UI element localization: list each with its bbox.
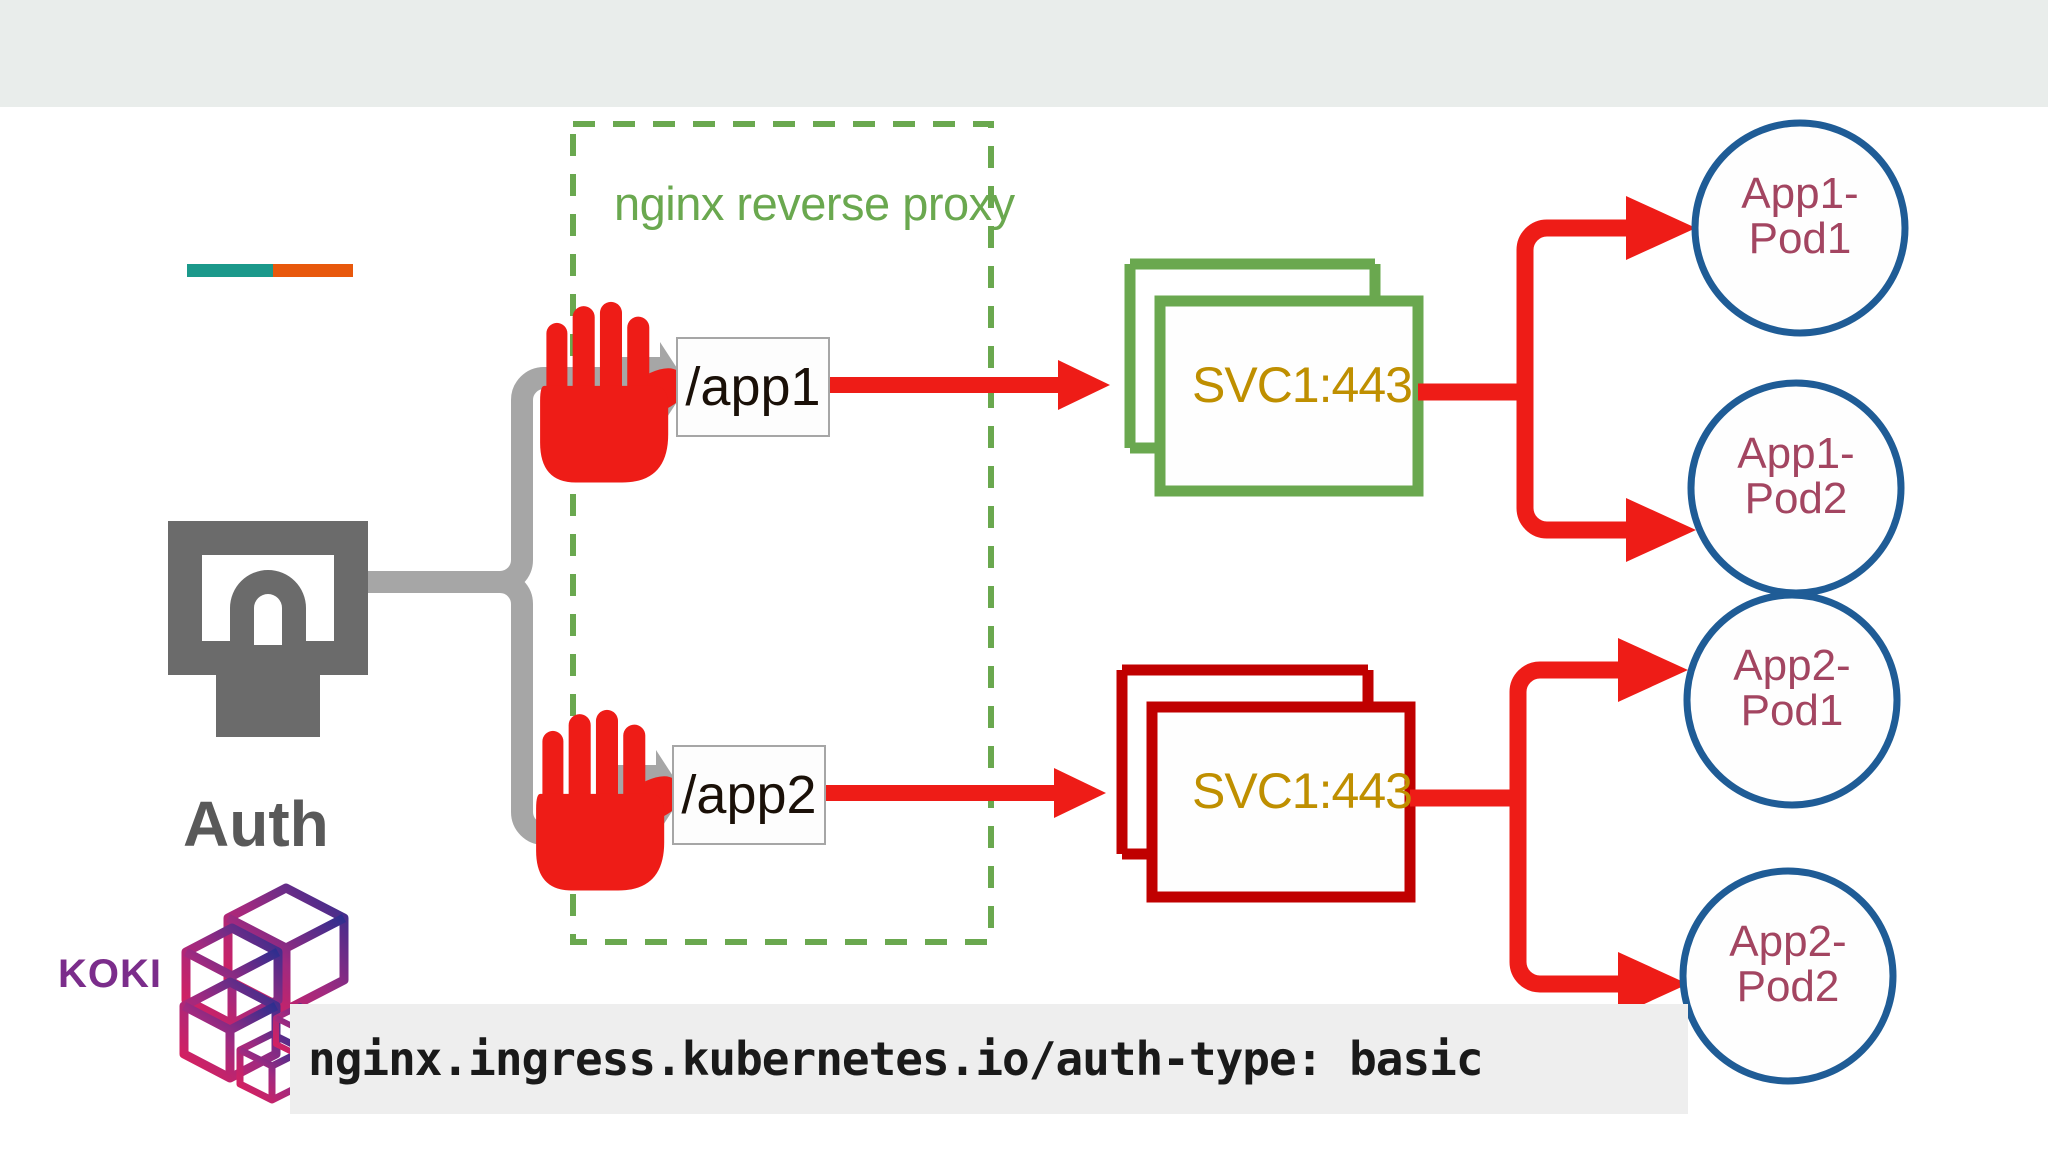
pod-circle-app2-pod1 [1683, 591, 1901, 809]
service-label-2: SVC1:443 [1192, 763, 1413, 819]
pod-label-app2-pod2: App2- Pod2 [1683, 917, 1893, 1011]
path-box-app2[interactable]: /app2 [672, 745, 826, 845]
pod-label-line1: App2- [1729, 917, 1847, 966]
accent-bar-orange [273, 264, 353, 277]
service-box-1 [1124, 258, 1424, 497]
pod-label-app2-pod1: App2- Pod1 [1687, 641, 1897, 735]
connector-svc2-to-pods [1410, 661, 1632, 993]
pod-circle-app2-pod2 [1679, 867, 1897, 1085]
auth-label: Auth [183, 788, 329, 860]
stop-hand-icon-app2 [536, 709, 683, 891]
arrowhead-app2-pod2 [1618, 952, 1688, 1016]
arrowhead-app1-pod2 [1626, 498, 1696, 562]
top-band [0, 0, 2048, 107]
lock-icon [168, 521, 368, 737]
service-label-1: SVC1:443 [1192, 357, 1413, 413]
pod-label-line1: App1- [1737, 429, 1855, 478]
logo-wordmark: KOKI [58, 952, 162, 996]
annotation-banner [290, 1004, 1688, 1114]
service-box-2 [1116, 664, 1416, 903]
arrowhead-app1-pod1 [1626, 196, 1696, 260]
connector-app2-to-svc2 [822, 768, 1106, 818]
annotation-text: nginx.ingress.kubernetes.io/auth-type: b… [308, 1032, 1484, 1086]
pod-label-line2: Pod2 [1736, 961, 1840, 1011]
pod-label-line1: App2- [1733, 641, 1851, 690]
connector-svc1-to-pods [1418, 219, 1640, 539]
pod-label-app1-pod1: App1- Pod1 [1695, 169, 1905, 263]
connector-app1-to-svc1 [826, 360, 1110, 410]
accent-bar [187, 264, 353, 277]
stop-hand-icon-app1 [540, 301, 687, 483]
proxy-zone-border [570, 121, 994, 945]
arrowhead-app2-pod1 [1618, 638, 1688, 702]
pod-label-line2: Pod2 [1744, 473, 1848, 523]
pod-label-app1-pod2: App1- Pod2 [1691, 429, 1901, 523]
pod-label-line1: App1- [1741, 169, 1859, 218]
pod-circle-app1-pod1 [1691, 119, 1909, 337]
proxy-zone-caption: nginx reverse proxy [614, 177, 1015, 230]
connector-auth-to-paths [368, 367, 612, 845]
path-box-app1[interactable]: /app1 [676, 337, 830, 437]
accent-bar-teal [187, 264, 273, 277]
pod-label-line2: Pod1 [1740, 685, 1844, 735]
pod-label-line2: Pod1 [1748, 213, 1852, 263]
